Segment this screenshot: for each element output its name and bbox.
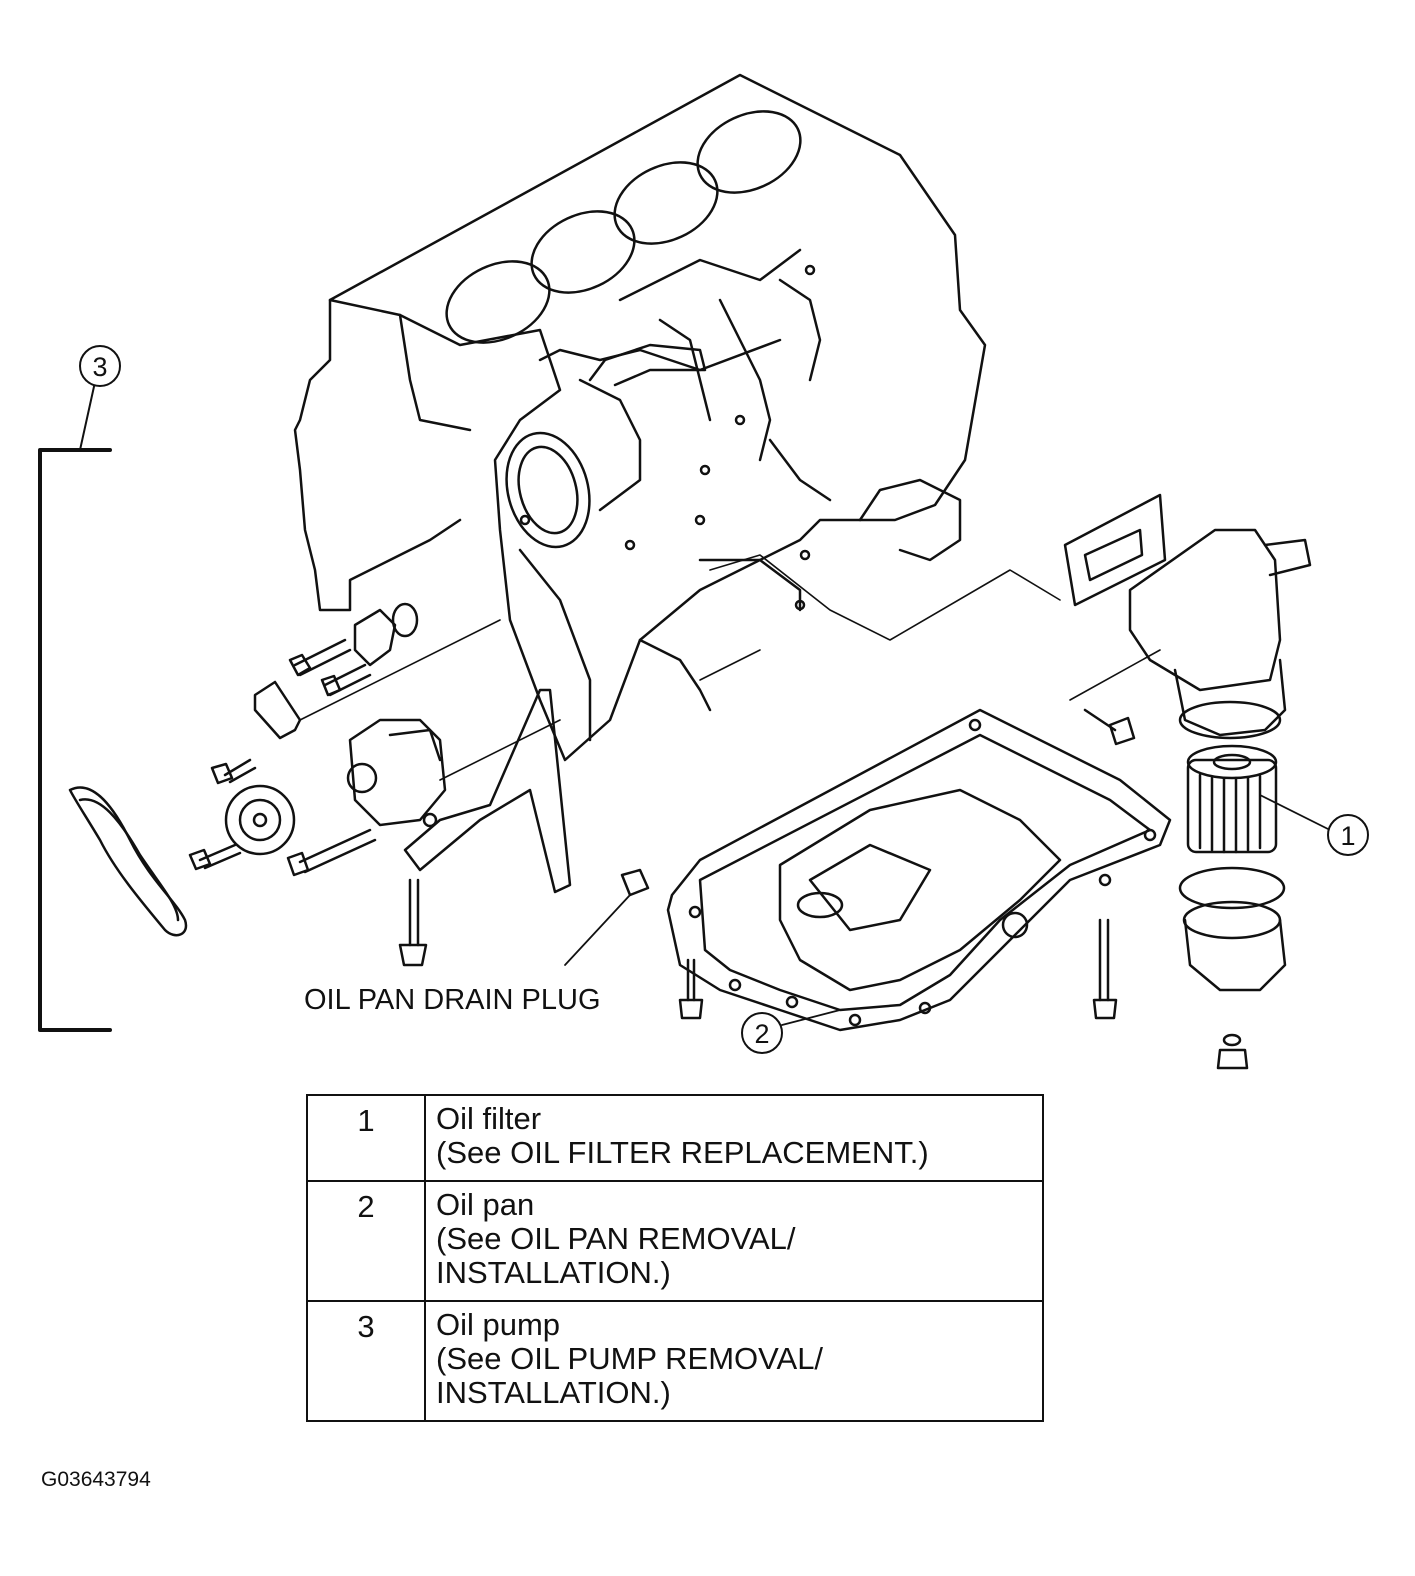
part-reference: (See OIL PUMP REMOVAL/ bbox=[436, 1341, 824, 1376]
callout-1-label: 1 bbox=[1340, 821, 1355, 851]
figure-id: G03643794 bbox=[41, 1468, 151, 1491]
assembly-lines bbox=[299, 554, 1161, 781]
row-description: Oil pump (See OIL PUMP REMOVAL/ INSTALLA… bbox=[424, 1300, 1044, 1422]
oil-pan bbox=[620, 708, 1172, 1032]
row-description: Oil filter (See OIL FILTER REPLACEMENT.) bbox=[424, 1094, 1044, 1182]
callout-2: 2 bbox=[741, 1012, 783, 1054]
callout-2-label: 2 bbox=[754, 1019, 769, 1049]
row-number: 2 bbox=[306, 1180, 426, 1302]
table-row: 2 Oil pan (See OIL PAN REMOVAL/ INSTALLA… bbox=[306, 1180, 1044, 1302]
part-reference-cont: INSTALLATION.) bbox=[436, 1375, 671, 1410]
cylinder-block bbox=[293, 73, 987, 762]
part-reference-cont: INSTALLATION.) bbox=[436, 1255, 671, 1290]
row-number: 1 bbox=[306, 1094, 426, 1182]
table-row: 3 Oil pump (See OIL PUMP REMOVAL/ INSTAL… bbox=[306, 1300, 1044, 1422]
part-name: Oil pump bbox=[436, 1307, 561, 1342]
table-row: 1 Oil filter (See OIL FILTER REPLACEMENT… bbox=[306, 1094, 1044, 1182]
parts-table: 1 Oil filter (See OIL FILTER REPLACEMENT… bbox=[306, 1094, 1044, 1422]
callout-3: 3 bbox=[79, 345, 121, 387]
part-name: Oil pan bbox=[436, 1187, 535, 1222]
part-name: Oil filter bbox=[436, 1101, 542, 1136]
callout-3-label: 3 bbox=[92, 352, 107, 382]
part-reference: (See OIL PAN REMOVAL/ bbox=[436, 1221, 796, 1256]
callout-1: 1 bbox=[1327, 814, 1369, 856]
item-3-bracket bbox=[38, 448, 112, 1032]
row-description: Oil pan (See OIL PAN REMOVAL/ INSTALLATI… bbox=[424, 1180, 1044, 1302]
oil-filter-assembly bbox=[1063, 493, 1312, 1070]
row-number: 3 bbox=[306, 1300, 426, 1422]
drain-plug-label: OIL PAN DRAIN PLUG bbox=[304, 984, 601, 1016]
oil-pump-assembly bbox=[68, 602, 572, 967]
part-reference: (See OIL FILTER REPLACEMENT.) bbox=[436, 1135, 929, 1170]
